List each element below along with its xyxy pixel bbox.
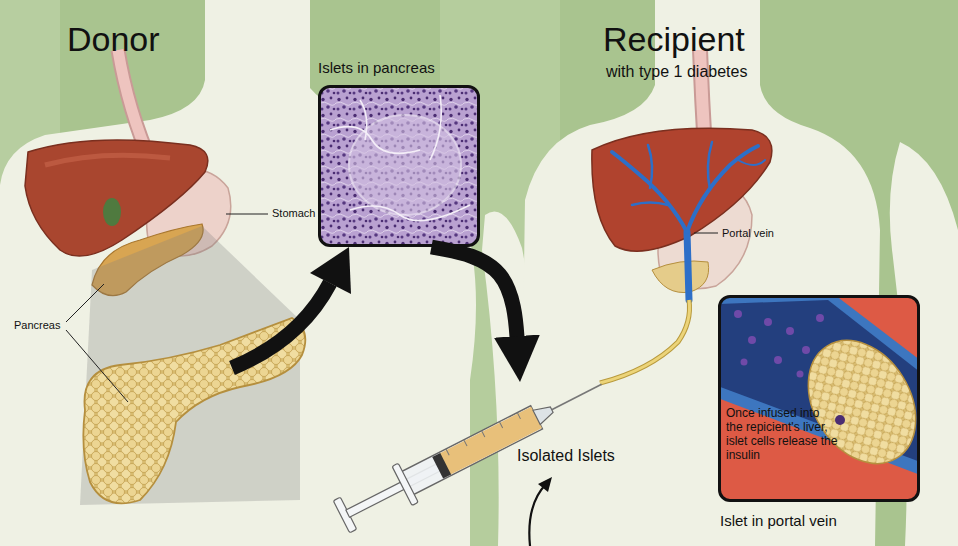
islet-suspension xyxy=(439,407,542,475)
panel-subheading: with type 1 diabetes xyxy=(606,63,747,81)
micrograph-box: Islets in pancreas xyxy=(318,85,480,247)
insulin-particle xyxy=(835,415,845,425)
vein-branch xyxy=(708,142,712,190)
islet-cluster xyxy=(786,321,918,484)
vein-branch xyxy=(738,160,765,165)
plunger-seal xyxy=(432,453,451,478)
leader-line xyxy=(66,330,128,402)
tissue xyxy=(320,87,479,246)
pancreas-small xyxy=(652,261,709,293)
syringe-node: Isolated Islets xyxy=(340,382,640,472)
infusion-tube xyxy=(600,300,690,383)
gallbladder xyxy=(103,198,121,226)
zoom-arrow xyxy=(232,283,330,368)
panel-heading: Recipient xyxy=(603,20,745,59)
barrel-marks xyxy=(446,413,520,456)
panel-heading: Donor xyxy=(67,20,160,59)
nozzle xyxy=(533,403,555,425)
portal-vein-branches xyxy=(612,142,765,300)
donor-silhouette xyxy=(0,0,476,546)
leader-line xyxy=(66,284,104,322)
part-label: Stomach xyxy=(272,207,315,220)
liver-highlight xyxy=(45,155,170,165)
vein-branch xyxy=(632,203,668,206)
pointer-arrow xyxy=(529,484,546,546)
infusion-tube xyxy=(600,300,690,383)
zoom-arrow-head xyxy=(310,247,351,294)
inset-note: Once infused into the repicient's liver,… xyxy=(726,406,838,462)
barrel-flange xyxy=(392,463,418,505)
leader-line xyxy=(226,214,268,215)
inset-box: Once infused into the repicient's liver,… xyxy=(718,295,920,502)
part-label: Portal vein xyxy=(722,227,774,240)
pointer-arrow-head xyxy=(538,477,552,492)
portal-vein xyxy=(687,232,689,300)
part-label: Pancreas xyxy=(14,319,60,332)
micrograph xyxy=(320,87,479,246)
vein-branch xyxy=(612,152,687,232)
vein-branch xyxy=(648,145,652,188)
needle xyxy=(552,384,602,409)
inset-caption: Islet in portal vein xyxy=(720,512,837,530)
tissue-lines xyxy=(330,95,470,221)
inset xyxy=(720,297,919,501)
box-heading: Islets in pancreas xyxy=(318,59,435,77)
vein-branch xyxy=(687,146,758,232)
process-arrow xyxy=(431,247,518,352)
leader-line xyxy=(694,233,718,234)
syringe-label: Isolated Islets xyxy=(517,446,615,465)
